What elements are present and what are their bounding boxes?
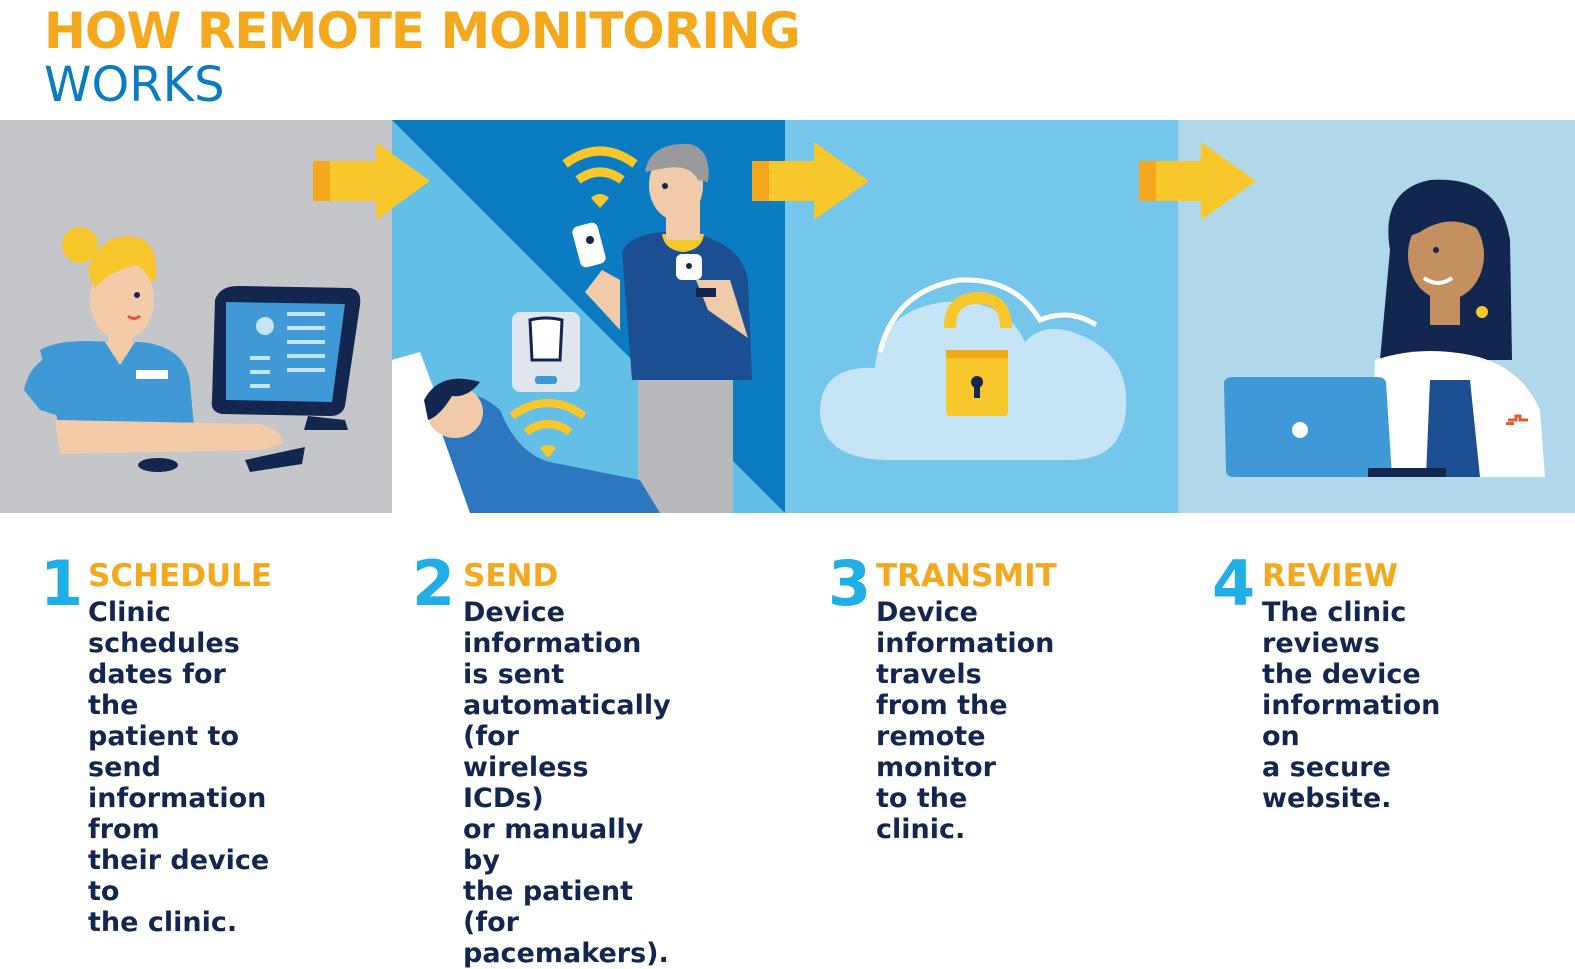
illustration-strip — [0, 120, 1575, 513]
arrow-3-icon — [1139, 142, 1256, 220]
step-number: 3 — [828, 547, 872, 620]
patient-sending-wireless-icon — [392, 120, 785, 513]
arrow-2-icon — [752, 142, 869, 220]
page-title: HOW REMOTE MONITORING WORKS — [44, 2, 801, 113]
step-number: 1 — [40, 547, 84, 620]
step-heading: SEND — [463, 558, 559, 594]
step-description: Clinic schedules dates for the patient t… — [88, 597, 270, 938]
steps-row: 1 SCHEDULE Clinic schedules dates for th… — [0, 545, 1575, 969]
step-heading: SCHEDULE — [88, 558, 273, 594]
title-line-1: HOW REMOTE MONITORING — [44, 2, 801, 60]
step-description: The clinic reviews the device informatio… — [1262, 597, 1441, 814]
arrow-1-icon — [313, 142, 430, 220]
step-number: 4 — [1212, 547, 1256, 620]
step-description: Device information travels from the remo… — [876, 597, 1055, 845]
step-number: 2 — [412, 547, 456, 620]
step-description: Device information is sent automatically… — [463, 597, 671, 969]
title-line-2: WORKS — [44, 57, 225, 113]
step-heading: TRANSMIT — [876, 558, 1057, 594]
step-heading: REVIEW — [1262, 558, 1398, 594]
